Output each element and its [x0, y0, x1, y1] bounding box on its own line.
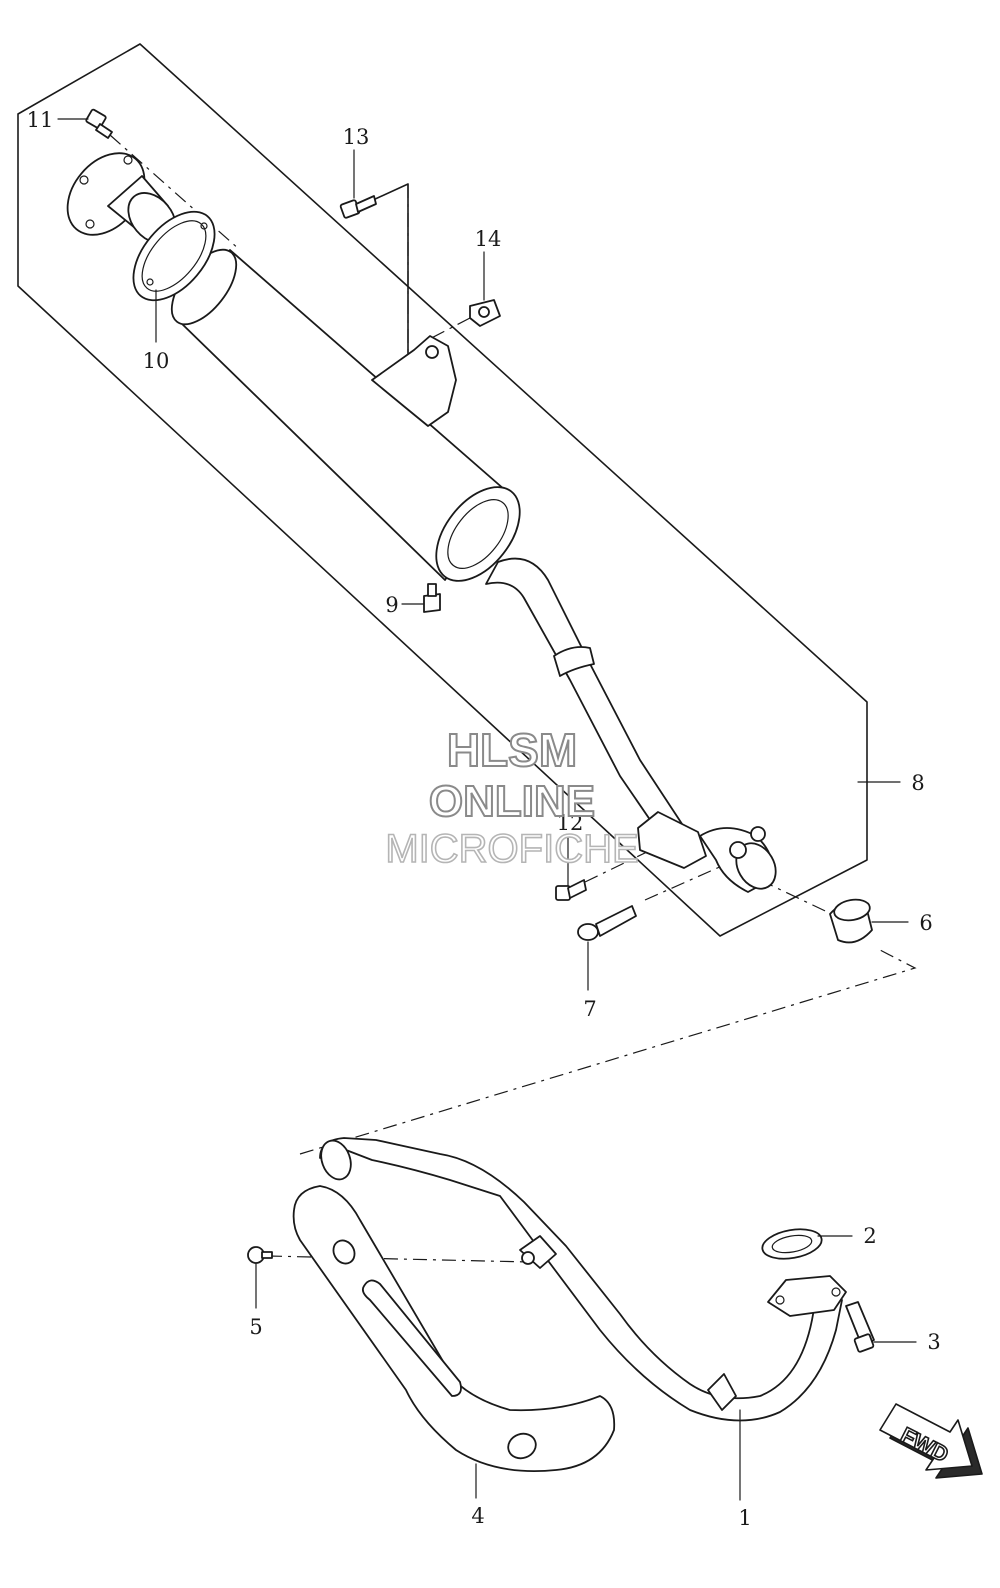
callout-7: 7: [583, 997, 596, 1021]
watermark-line-2: ONLINE: [429, 777, 595, 826]
callout-1: 1: [738, 1506, 751, 1530]
assembly-outline: [17, 43, 868, 937]
callout-5: 5: [249, 1315, 262, 1339]
exhaust-pipe-1: [319, 1137, 847, 1422]
callout-3: 3: [927, 1330, 940, 1354]
callout-10: 10: [143, 349, 170, 373]
callout-6: 6: [919, 911, 932, 935]
screw-5: [247, 1246, 273, 1264]
callout-4: 4: [471, 1504, 484, 1528]
bolt-11: [85, 108, 113, 139]
bushing-6: [829, 898, 873, 944]
watermark-line-1: HLSM: [447, 724, 577, 776]
centerline-7: [644, 857, 741, 901]
centerline-5: [267, 1255, 531, 1263]
muffler: [170, 248, 777, 893]
callout-9: 9: [385, 593, 398, 617]
centerline-14: [419, 317, 471, 345]
gasket-2: [761, 1228, 823, 1260]
callout-2: 2: [863, 1224, 876, 1248]
callout-14: 14: [475, 227, 502, 251]
callout-12: 12: [557, 811, 584, 835]
stud-bolt-3: [845, 1301, 875, 1353]
bolt-13: [339, 195, 377, 219]
gasket-10: [132, 210, 216, 302]
pipe-connection-line: [299, 949, 917, 1155]
bracket-13: [359, 183, 409, 361]
callout-8: 8: [911, 771, 924, 795]
centerline-6: [759, 879, 841, 919]
fwd-arrow-icon: FWD: [879, 1403, 983, 1479]
bolt-9: [423, 583, 441, 613]
nut-14: [469, 299, 501, 327]
callout-13: 13: [343, 125, 370, 149]
heat-shield-4: [292, 1185, 616, 1473]
bolt-7: [577, 905, 637, 941]
bolt-12: [555, 879, 587, 901]
callout-11: 11: [27, 108, 54, 132]
watermark-line-3: MICROFICHE: [385, 827, 638, 871]
